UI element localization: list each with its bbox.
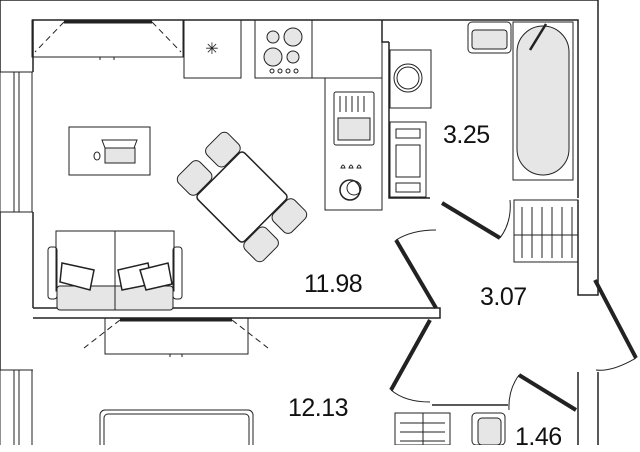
- door-living[interactable]: [394, 229, 438, 310]
- door-bathroom[interactable]: [440, 199, 511, 240]
- outer-walls: [0, 0, 599, 445]
- closet-bedroom: [394, 412, 451, 445]
- wardrobe-top: [31, 19, 184, 60]
- wardrobe-bedroom: [83, 317, 269, 357]
- counter-side: [324, 77, 383, 211]
- kitchen-sink: [333, 91, 375, 146]
- cooktop: [254, 19, 313, 79]
- room-area-living-kitchen: 11.98: [304, 270, 363, 298]
- door-entrance[interactable]: [593, 279, 638, 371]
- bathroom-sink: [467, 21, 512, 54]
- window-left-bottom: [0, 369, 33, 445]
- dining-table: [176, 131, 308, 263]
- room-area-bedroom: 12.13: [288, 394, 349, 422]
- window-left-top: [0, 71, 33, 213]
- room-area-hallway: 3.07: [480, 283, 527, 311]
- bathroom-walls: [381, 20, 430, 199]
- gas-stove: [339, 164, 362, 201]
- svg-text:✳: ✳: [205, 41, 218, 58]
- closet-hall: [513, 199, 579, 263]
- sofa: [47, 230, 183, 311]
- door-wc[interactable]: [508, 373, 578, 412]
- bed: [99, 409, 254, 445]
- door-bedroom[interactable]: [389, 319, 432, 403]
- toilet: [471, 412, 506, 445]
- refrigerator: ✳: [183, 19, 242, 79]
- washing-machine: [389, 49, 432, 109]
- counter: [311, 19, 383, 79]
- dryer: [389, 121, 427, 198]
- room-area-wc: 1.46: [515, 423, 562, 451]
- bathtub: [512, 21, 574, 181]
- desk-with-laptop: [68, 126, 151, 176]
- room-area-bathroom: 3.25: [443, 121, 490, 149]
